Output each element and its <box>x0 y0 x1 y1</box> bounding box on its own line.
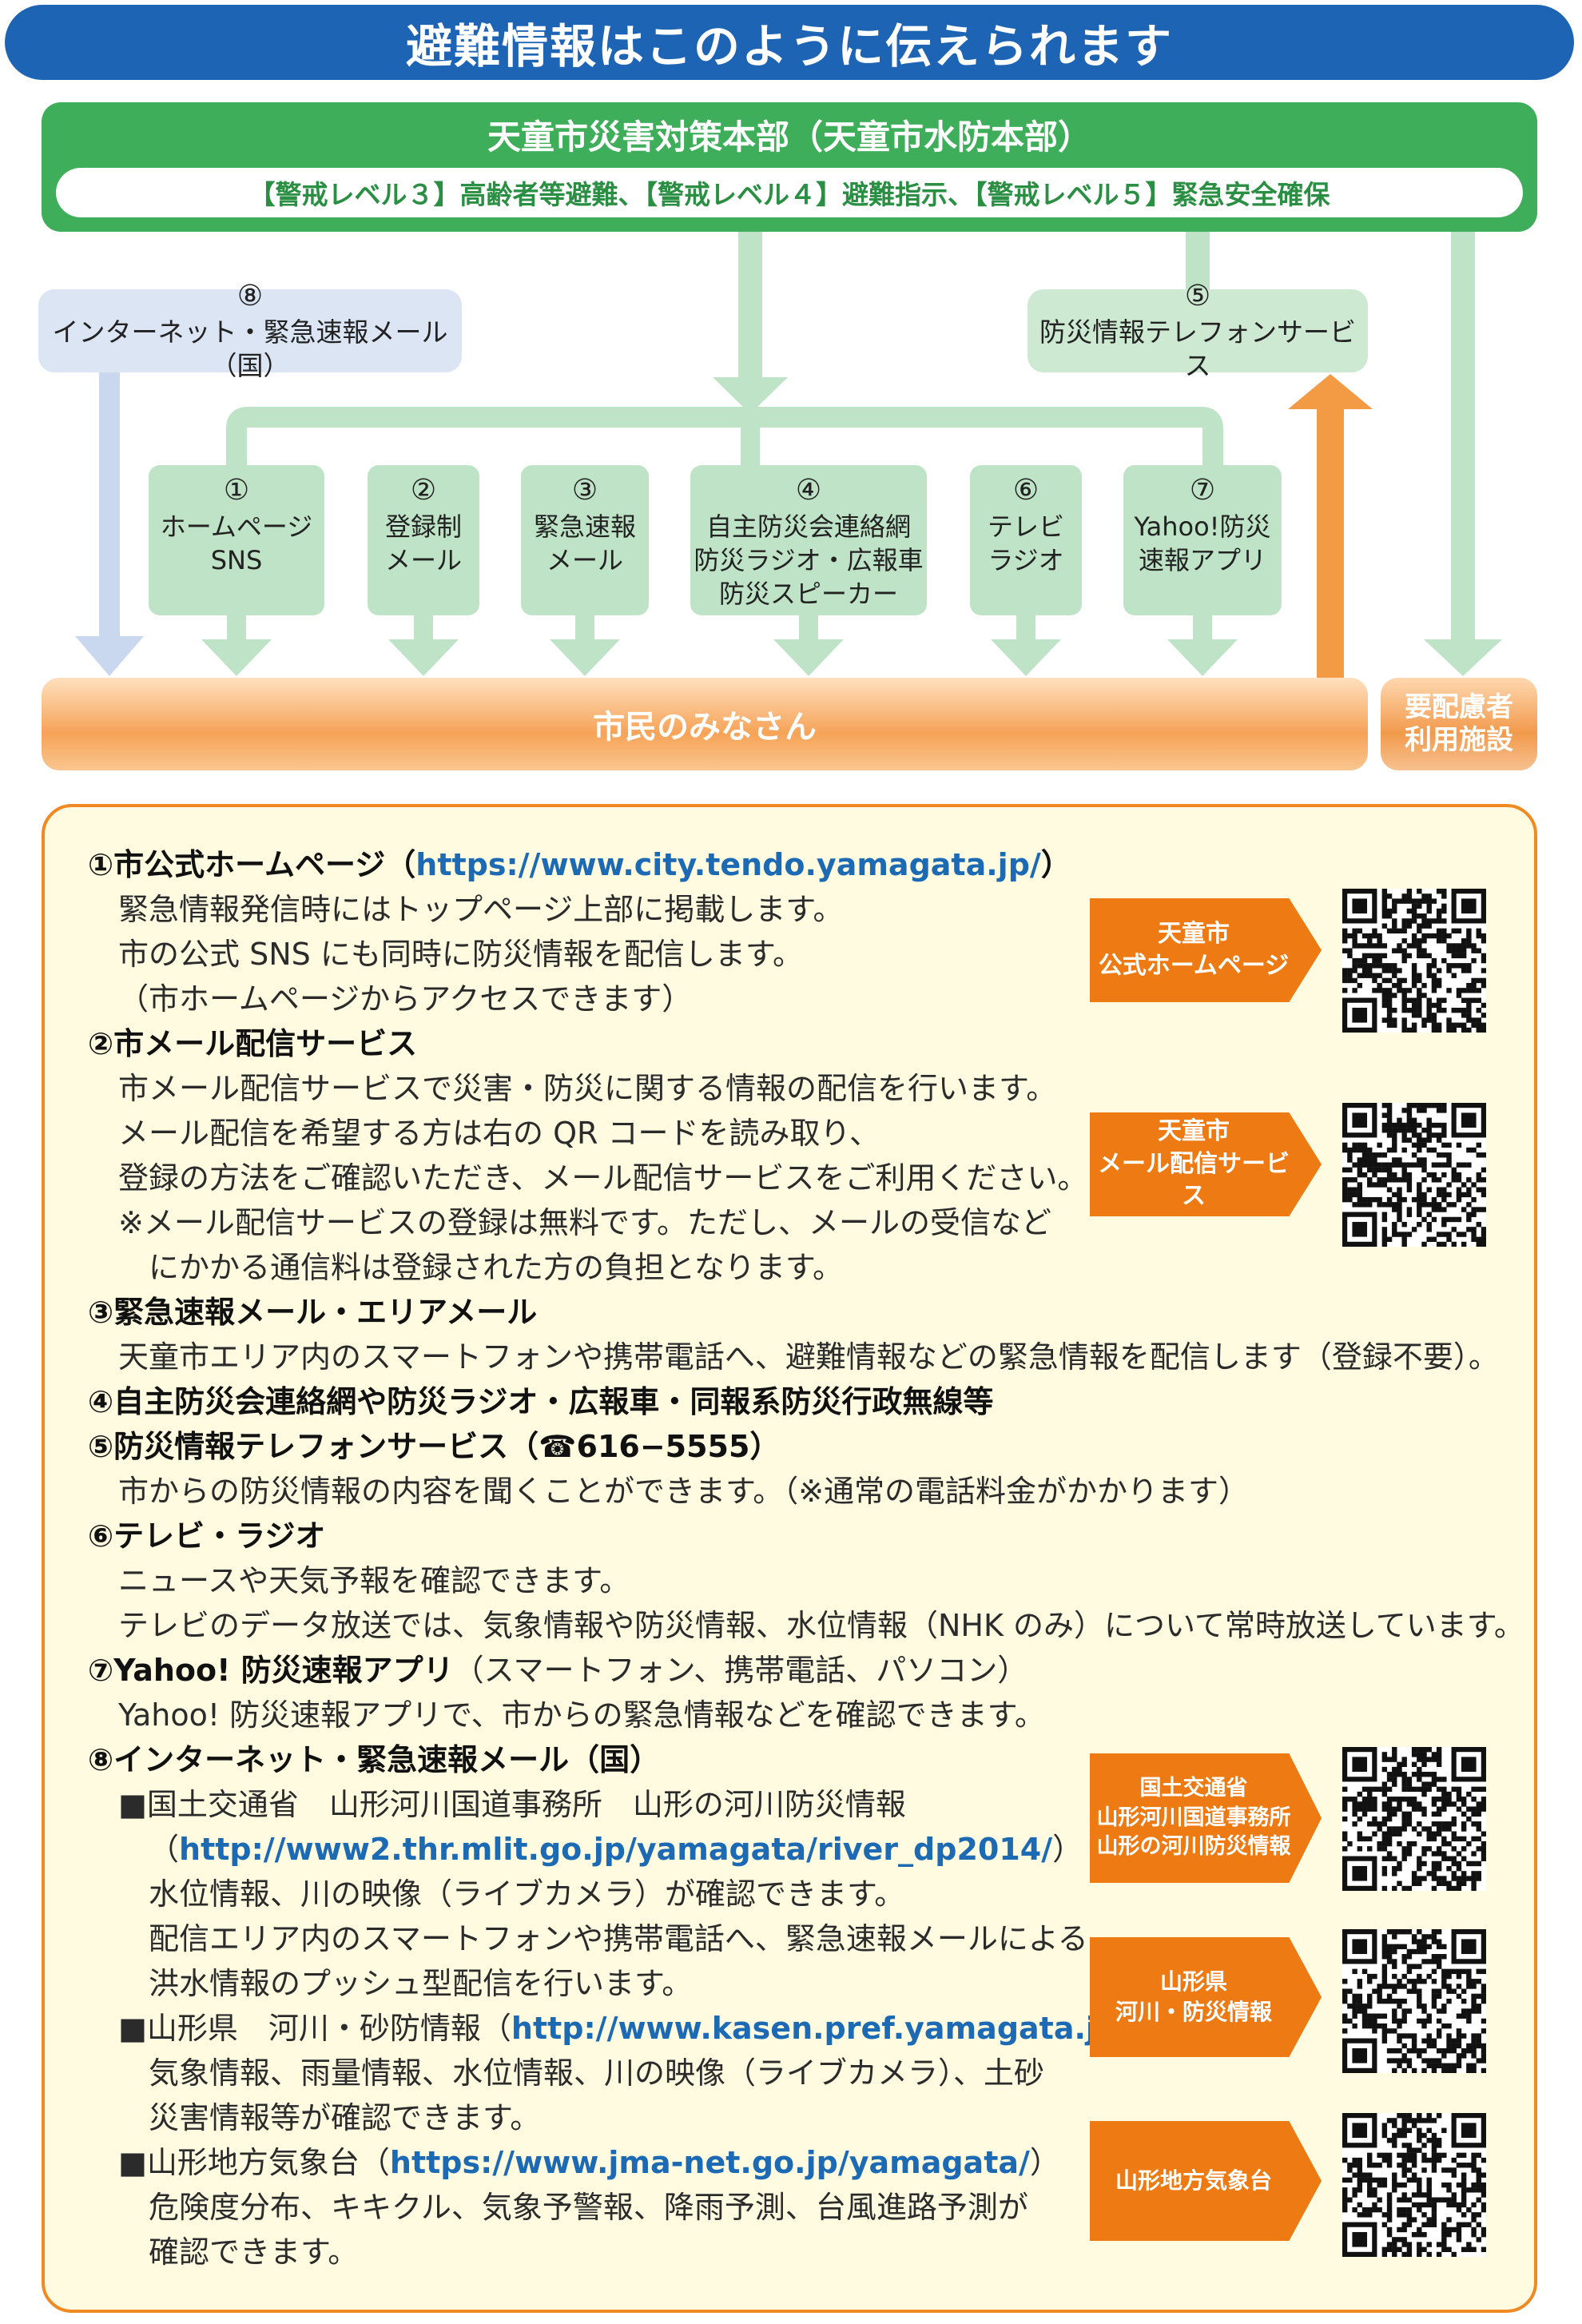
channel-label: ラジオ <box>988 544 1064 575</box>
detail-heading-6: ⑥テレビ・ラジオ <box>88 1518 326 1554</box>
detail-text: 配信エリア内のスマートフォンや携帯電話へ、緊急速報メールによる <box>149 1921 1088 1956</box>
facility-label: 利用施設 <box>1405 724 1513 756</box>
detail-text: にかかる通信料は登録された方の負担となります。 <box>149 1250 844 1285</box>
channel-label: テレビ <box>987 511 1064 542</box>
channel-number: ② <box>410 474 437 507</box>
badge-mlit-river[interactable]: 国土交通省山形河川国道事務所山形の河川防災情報 <box>1090 1753 1322 1883</box>
detail-text: 洪水情報のプッシュ型配信を行います。 <box>149 1966 693 2001</box>
connector-citizen-telephone <box>1317 408 1344 678</box>
badge-city-mail[interactable]: 天童市メール配信サービス <box>1090 1112 1322 1216</box>
connector-distribution <box>226 407 1223 465</box>
detail-heading-5: ⑤防災情報テレフォンサービス（☎616−5555） <box>88 1429 781 1464</box>
jma-link[interactable]: https://www.jma-net.go.jp/yamagata/ <box>389 2145 1030 2180</box>
detail-text: 緊急情報発信時にはトップページ上部に掲載します。 <box>118 892 844 927</box>
arrow-facility <box>1424 639 1502 676</box>
detail-heading-2: ②市メール配信サービス <box>88 1026 418 1061</box>
channel-label: 速報アプリ <box>1138 544 1266 575</box>
care-facility-box: 要配慮者 利用施設 <box>1381 678 1537 770</box>
channel-local-network: ④ 自主防災会連絡網 防災ラジオ・広報車 防災スピーカー <box>690 465 927 615</box>
channel-label: 登録制 <box>384 511 462 542</box>
channel-label: SNS <box>210 544 263 575</box>
page-title: 避難情報はこのように伝えられます <box>5 5 1574 80</box>
detail-heading-4: ④自主防災会連絡網や防災ラジオ・広報車・同報系防災行政無線等 <box>88 1384 994 1419</box>
channel-label: 防災スピーカー <box>718 578 898 609</box>
detail-text: テレビのデータ放送では、気象情報や防災情報、水位情報（NHK のみ）について常時… <box>118 1608 1524 1643</box>
hq-name: 天童市災害対策本部（天童市水防本部） <box>487 117 1091 157</box>
source-telephone-box: ⑤ 防災情報テレフォンサービス <box>1028 280 1368 381</box>
connector-hq-center <box>738 232 762 377</box>
channel-label: メール <box>546 544 623 575</box>
arrow-internet <box>75 636 144 676</box>
detail-text: ニュースや天気予報を確認できます。 <box>118 1563 630 1598</box>
detail-text: 災害情報等が確認できます。 <box>149 2100 541 2135</box>
detail-text: 市の公式 SNS にも同時に防災情報を配信します。 <box>118 937 804 972</box>
detail-heading-8: ⑧インターネット・緊急速報メール（国） <box>88 1742 661 1777</box>
detail-text: 水位情報、川の映像（ライブカメラ）が確認できます。 <box>149 1876 905 1912</box>
channel-tv-radio: ⑥ テレビ ラジオ <box>970 465 1082 615</box>
detail-heading-1: ①市公式ホームページ（https://www.city.tendo.yamaga… <box>88 847 1071 882</box>
connector-hq-facility <box>1451 232 1475 639</box>
detail-text: 気象情報、雨量情報、水位情報、川の映像（ライブカメラ）、土砂 <box>149 2055 1045 2091</box>
detail-text: 確認できます。 <box>149 2234 359 2270</box>
source-label: インターネット・緊急速報メール（国） <box>52 316 448 382</box>
qr-code-pref-river[interactable] <box>1342 1929 1486 2073</box>
detail-text: Yahoo! 防災速報アプリで、市からの緊急情報などを確認できます。 <box>118 1697 1045 1733</box>
channel-label: メール <box>384 544 462 575</box>
mlit-river-link[interactable]: http://www2.thr.mlit.go.jp/yamagata/rive… <box>179 1832 1053 1867</box>
info-panel <box>42 804 1537 2313</box>
detail-subheading: ■山形県 河川・砂防情報（http://www.kasen.pref.yamag… <box>118 2011 1159 2046</box>
channel-arrows <box>201 615 1238 676</box>
citizens-bar: 市民のみなさん <box>42 678 1368 770</box>
channel-homepage: ① ホームページ SNS <box>149 465 324 615</box>
flow-connectors <box>75 232 1502 678</box>
disaster-hq-box: 天童市災害対策本部（天童市水防本部） 【警戒レベル３】高齢者等避難、【警戒レベル… <box>42 102 1537 232</box>
channel-number: ⑦ <box>1189 474 1216 507</box>
detail-subheading: ■山形地方気象台（https://www.jma-net.go.jp/yamag… <box>118 2145 1060 2180</box>
source-number: ⑤ <box>1184 279 1211 312</box>
detail-text: 市メール配信サービスで災害・防災に関する情報の配信を行います。 <box>118 1071 1057 1106</box>
detail-heading-3: ③緊急速報メール・エリアメール <box>88 1295 538 1330</box>
alert-levels: 【警戒レベル３】高齢者等避難、【警戒レベル４】避難指示、【警戒レベル５】緊急安全… <box>56 168 1523 217</box>
badge-jma[interactable]: 山形地方気象台 <box>1090 2121 1322 2241</box>
qr-code-mlit-river[interactable] <box>1342 1747 1486 1891</box>
channel-emergency-mail: ③ 緊急速報 メール <box>521 465 649 615</box>
channel-number: ⑥ <box>1012 474 1039 507</box>
arrow-telephone <box>1288 374 1373 409</box>
pref-kasen-link[interactable]: http://www.kasen.pref.yamagata.jp/ <box>511 2011 1130 2046</box>
channel-yahoo-app: ⑦ Yahoo!防災 速報アプリ <box>1123 465 1282 615</box>
connector-internet <box>99 372 120 636</box>
channel-registered-mail: ② 登録制 メール <box>368 465 479 615</box>
city-homepage-link[interactable]: https://www.city.tendo.yamagata.jp/ <box>415 847 1041 882</box>
detail-subheading: ■国土交通省 山形河川国道事務所 山形の河川防災情報 <box>118 1787 906 1822</box>
channel-label: ホームページ <box>160 511 313 542</box>
detail-text: 登録の方法をご確認いただき、メール配信サービスをご利用ください。 <box>118 1160 1088 1196</box>
qr-code-city-homepage[interactable] <box>1342 889 1486 1033</box>
channel-number: ④ <box>795 474 822 507</box>
detail-text: 市からの防災情報の内容を聞くことができます。（※通常の電話料金がかかります） <box>118 1474 1250 1509</box>
qr-code-jma[interactable] <box>1342 2113 1486 2257</box>
channel-label: Yahoo!防災 <box>1134 511 1271 542</box>
channel-number: ③ <box>571 474 598 507</box>
source-internet-box: ⑧ インターネット・緊急速報メール（国） <box>38 280 462 381</box>
qr-code-city-mail[interactable] <box>1342 1103 1486 1247</box>
source-label: 防災情報テレフォンサービス <box>1039 316 1356 382</box>
badge-pref-river[interactable]: 山形県河川・防災情報 <box>1090 1937 1322 2057</box>
connector-hq-telephone <box>1186 232 1210 289</box>
detail-text: （市ホームページからアクセスできます） <box>118 981 693 1017</box>
detail-text: ※メール配信サービスの登録は無料です。ただし、メールの受信など <box>118 1205 1052 1240</box>
detail-link-line: （http://www2.thr.mlit.go.jp/yamagata/riv… <box>149 1832 1083 1867</box>
detail-text: 天童市エリア内のスマートフォンや携帯電話へ、避難情報などの緊急情報を配信します（… <box>118 1339 1499 1375</box>
facility-label: 要配慮者 <box>1405 691 1513 724</box>
channel-number: ① <box>223 474 250 507</box>
channel-label: 自主防災会連絡網 <box>706 511 911 542</box>
badge-city-homepage[interactable]: 天童市公式ホームページ <box>1090 898 1322 1002</box>
channel-label: 防災ラジオ・広報車 <box>694 544 924 575</box>
source-number: ⑧ <box>237 279 264 312</box>
channel-label: 緊急速報 <box>533 511 636 542</box>
detail-text: メール配信を希望する方は右の QR コードを読み取り、 <box>118 1116 880 1151</box>
detail-heading-7: ⑦Yahoo! 防災速報アプリ（スマートフォン、携帯電話、パソコン） <box>88 1653 1028 1688</box>
arrow-hq-center <box>713 377 788 414</box>
detail-text: 危険度分布、キキクル、気象予警報、降雨予測、台風進路予測が <box>149 2190 1028 2225</box>
